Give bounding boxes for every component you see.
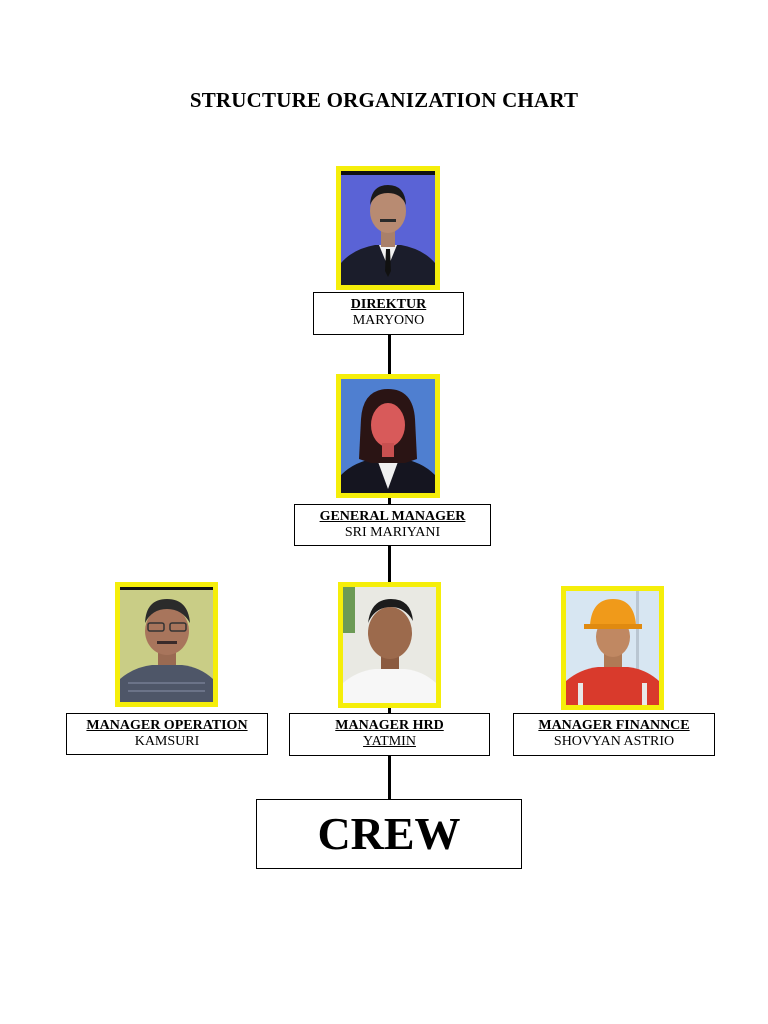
manager-finance-role: MANAGER FINANNCE: [538, 718, 690, 733]
manager-finance-photo: [561, 586, 664, 710]
general-manager-box: GENERAL MANAGER SRI MARIYANI: [294, 504, 491, 546]
crew-box: CREW: [256, 799, 522, 869]
direktur-photo: [336, 166, 440, 290]
manager-finance-box: MANAGER FINANNCE SHOVYAN ASTRIO: [513, 713, 715, 756]
general-manager-role: GENERAL MANAGER: [319, 509, 466, 524]
direktur-box: DIREKTUR MARYONO: [313, 292, 464, 335]
manager-hrd-role: MANAGER HRD: [335, 718, 444, 733]
manager-hrd-box: MANAGER HRD YATMIN: [289, 713, 490, 756]
direktur-role: DIREKTUR: [350, 297, 427, 312]
manager-hrd-photo: [338, 582, 441, 708]
connector-hrd-crew: [388, 755, 391, 799]
connector-direktur-gm: [388, 334, 391, 376]
manager-operation-photo: [115, 582, 218, 707]
manager-hrd-name: YATMIN: [363, 734, 416, 749]
general-manager-name: SRI MARIYANI: [344, 525, 441, 540]
manager-operation-box: MANAGER OPERATION KAMSURI: [66, 713, 268, 755]
direktur-name: MARYONO: [352, 313, 425, 328]
connector-gm-photo-box: [388, 494, 391, 504]
manager-finance-name: SHOVYAN ASTRIO: [553, 734, 675, 749]
connector-hrd-photo-box: [388, 706, 391, 714]
chart-title: STRUCTURE ORGANIZATION CHART: [189, 88, 579, 112]
connector-gm-hrd: [388, 545, 391, 583]
manager-operation-name: KAMSURI: [134, 734, 200, 749]
manager-operation-role: MANAGER OPERATION: [86, 718, 248, 733]
general-manager-photo: [336, 374, 440, 498]
